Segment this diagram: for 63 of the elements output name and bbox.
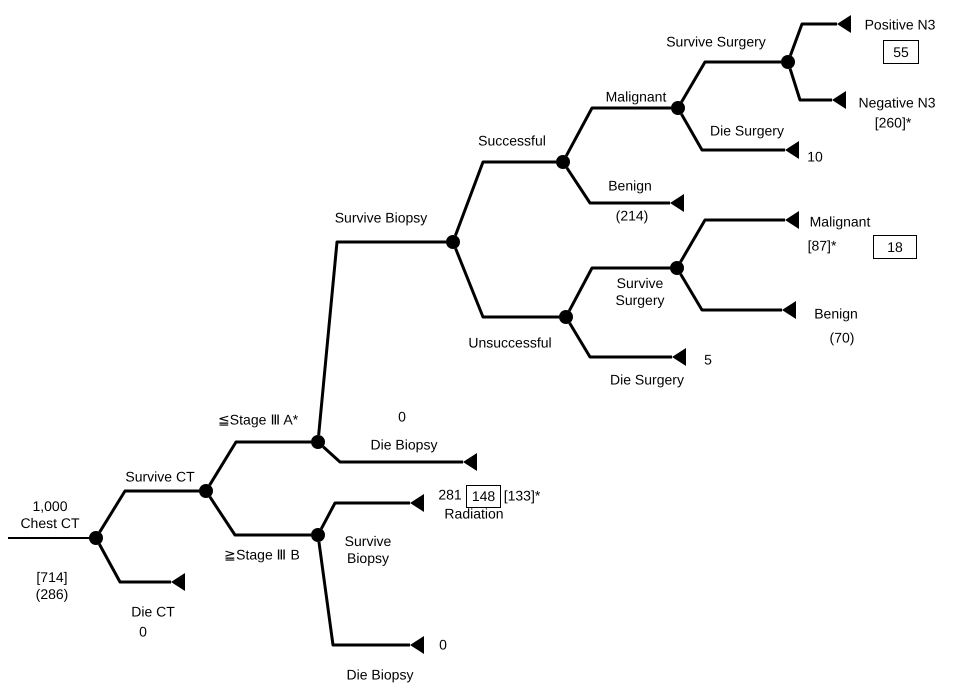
terminal-triangle xyxy=(410,636,424,654)
branch-line xyxy=(566,167,670,204)
branch-line xyxy=(322,446,463,464)
chance-node xyxy=(670,261,684,275)
edge-label: Die Surgery xyxy=(710,122,784,140)
outcome-label: (214) xyxy=(616,208,648,224)
branch-line xyxy=(454,160,556,236)
branch-line xyxy=(208,440,311,486)
branch-line xyxy=(680,60,781,103)
edge-label: Die Surgery xyxy=(610,372,684,388)
outcome-label: [133]* xyxy=(504,488,540,504)
branch-line xyxy=(568,322,672,358)
value-box: 18 xyxy=(873,235,917,259)
edge-label: ≧Stage Ⅲ B xyxy=(224,546,300,564)
chance-node xyxy=(559,310,573,324)
terminal-triangle xyxy=(670,194,684,212)
terminal-triangle xyxy=(463,453,477,471)
edge-label: Die Biopsy xyxy=(346,666,414,684)
outcome-label: Benign xyxy=(814,306,858,322)
chance-node xyxy=(556,155,570,169)
branch-line xyxy=(679,273,782,312)
value-box: 148 xyxy=(466,485,501,508)
branch-line xyxy=(317,240,446,436)
chance-node xyxy=(781,55,795,69)
edge-label: ≦Stage Ⅲ A* xyxy=(218,412,298,428)
outcome-label: [87]* xyxy=(808,238,836,254)
branch-line xyxy=(320,502,410,530)
terminal-triangle xyxy=(410,494,424,512)
branch-line xyxy=(317,542,410,646)
terminal-triangle xyxy=(785,141,799,159)
edge-label: Malignant xyxy=(606,88,666,106)
branch-line xyxy=(98,543,171,584)
outcome-label: Malignant xyxy=(810,214,870,230)
chance-node xyxy=(311,528,325,542)
edge-label: Benign xyxy=(608,178,652,194)
terminal-triangle xyxy=(672,348,686,366)
outcome-label: Negative N3 xyxy=(858,94,936,112)
terminal-triangle xyxy=(782,301,796,319)
chance-node xyxy=(199,484,213,498)
branch-line xyxy=(564,106,671,157)
branch-line xyxy=(98,490,199,533)
chance-node xyxy=(311,435,325,449)
terminal-triangle xyxy=(171,573,185,591)
branch-line xyxy=(789,22,837,56)
edge-label: Die Biopsy xyxy=(370,436,438,454)
branch-line xyxy=(208,496,311,536)
edge-label: Survive Surgery xyxy=(666,34,766,50)
branch-line xyxy=(8,537,89,539)
value-box: 55 xyxy=(883,40,919,64)
branch-line xyxy=(788,68,832,102)
branch-line xyxy=(568,266,670,312)
branch-line xyxy=(679,218,785,263)
outcome-label: [260]* xyxy=(874,114,912,132)
chance-node xyxy=(446,235,460,249)
branch-line xyxy=(680,113,785,152)
terminal-triangle xyxy=(785,211,799,229)
branch-line xyxy=(454,248,559,318)
terminal-triangle xyxy=(837,15,851,33)
edge-label: Survive Biopsy xyxy=(334,210,428,226)
terminal-triangle xyxy=(832,91,846,109)
chance-node xyxy=(671,101,685,115)
outcome-label: (70) xyxy=(830,330,854,346)
chance-node xyxy=(89,531,103,545)
